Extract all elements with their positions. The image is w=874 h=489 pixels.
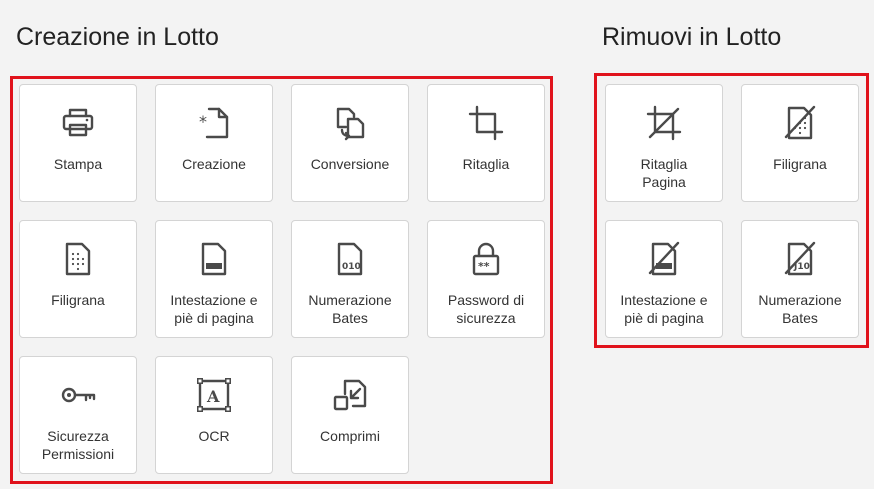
watermark-icon: [59, 240, 97, 278]
tile-label: Numerazione Bates: [308, 292, 392, 326]
tile-numerazione[interactable]: 010 Numerazione Bates: [291, 220, 409, 338]
tile-label: Password di sicurezza: [447, 292, 525, 326]
crop-icon: [467, 104, 505, 142]
tile-label: Ritaglia: [462, 156, 510, 172]
tile-label: Intestazione e piè di pagina: [620, 292, 708, 326]
batch-remove-title: Rimuovi in Lotto: [602, 23, 782, 51]
tile-label: Intestazione e piè di pagina: [170, 292, 258, 326]
printer-icon: [59, 104, 97, 142]
tile-sicurezza-permissioni[interactable]: Sicurezza Permissioni: [19, 356, 137, 474]
remove-bates-icon: J10: [781, 240, 819, 278]
tile-creazione[interactable]: * Creazione: [155, 84, 273, 202]
svg-text:J10: J10: [793, 262, 810, 272]
lock-icon: **: [467, 240, 505, 278]
tile-ritaglia[interactable]: Ritaglia: [427, 84, 545, 202]
tile-comprimi[interactable]: Comprimi: [291, 356, 409, 474]
tile-label: Ritaglia Pagina: [640, 156, 688, 190]
batch-create-highlight: [10, 76, 553, 484]
convert-icon: [331, 104, 369, 142]
tile-rimuovi-numerazione[interactable]: J10 Numerazione Bates: [741, 220, 859, 338]
svg-text:A: A: [206, 387, 220, 406]
tile-conversione[interactable]: Conversione: [291, 84, 409, 202]
remove-watermark-icon: [781, 104, 819, 142]
compress-icon: [331, 376, 369, 414]
tile-filigrana[interactable]: Filigrana: [19, 220, 137, 338]
batch-remove-highlight: [594, 73, 869, 348]
tile-rimuovi-intestazione[interactable]: Intestazione e piè di pagina: [605, 220, 723, 338]
tile-intestazione[interactable]: Intestazione e piè di pagina: [155, 220, 273, 338]
tile-rimuovi-filigrana[interactable]: Filigrana: [741, 84, 859, 202]
tile-label: Filigrana: [773, 156, 827, 172]
header-footer-icon: [195, 240, 233, 278]
svg-text:*: *: [199, 112, 207, 131]
remove-header-footer-icon: [645, 240, 683, 278]
remove-crop-icon: [645, 104, 683, 142]
tile-label: Stampa: [53, 156, 103, 172]
tile-label: Filigrana: [51, 292, 105, 308]
svg-text:**: **: [478, 260, 490, 273]
svg-text:010: 010: [342, 262, 361, 272]
tile-ocr[interactable]: A OCR: [155, 356, 273, 474]
tile-stampa[interactable]: Stampa: [19, 84, 137, 202]
tile-label: Sicurezza Permissioni: [41, 428, 115, 462]
tile-label: Conversione: [310, 156, 390, 172]
tile-rimuovi-ritaglia[interactable]: Ritaglia Pagina: [605, 84, 723, 202]
tile-label: OCR: [198, 428, 230, 444]
tile-password[interactable]: ** Password di sicurezza: [427, 220, 545, 338]
tile-label: Creazione: [182, 156, 246, 172]
new-document-icon: *: [195, 104, 233, 142]
tile-label: Comprimi: [320, 428, 380, 444]
bates-numbering-icon: 010: [331, 240, 369, 278]
ocr-icon: A: [195, 376, 233, 414]
tile-label: Numerazione Bates: [758, 292, 842, 326]
batch-create-title: Creazione in Lotto: [16, 23, 219, 51]
key-icon: [59, 376, 97, 414]
